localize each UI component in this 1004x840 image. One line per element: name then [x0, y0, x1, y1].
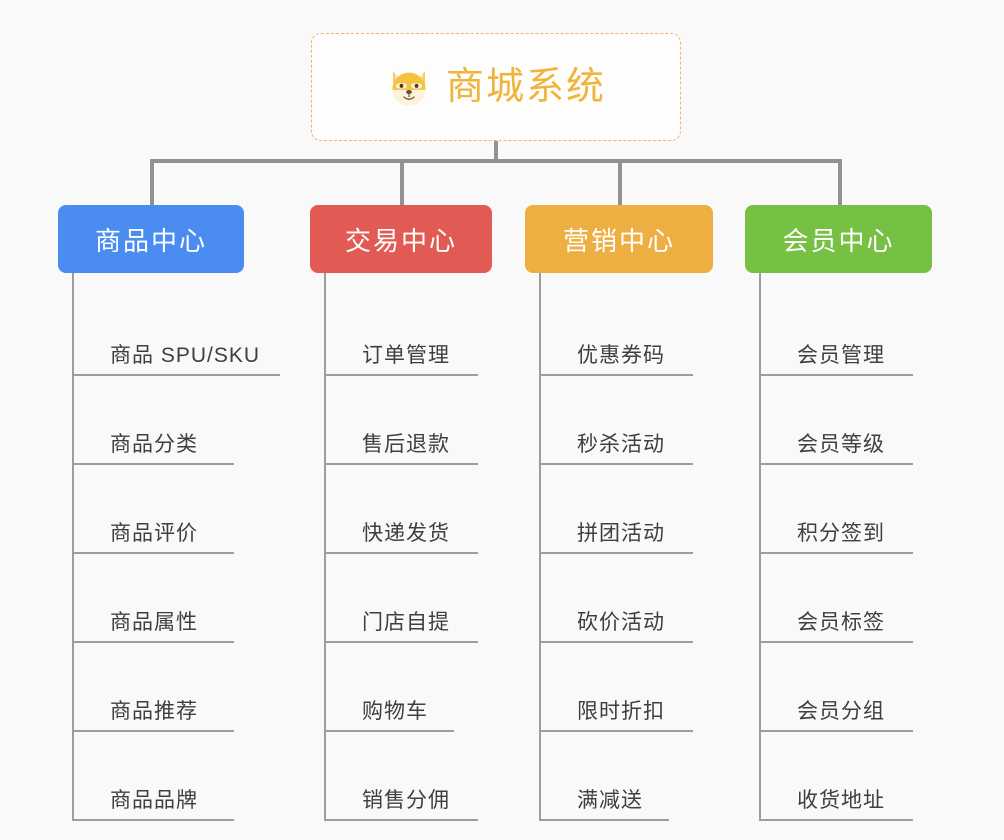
category-header-label: 交易中心 [344, 225, 457, 256]
list-item-rule [326, 641, 478, 643]
list-item-label: 销售分佣 [362, 789, 450, 812]
list-item-label: 商品 SPU/SKU [110, 344, 261, 367]
list-item[interactable]: 积分签到 [761, 465, 932, 554]
list-item-rule [541, 819, 669, 821]
list-item-rule [541, 374, 693, 376]
list-item-label: 拼团活动 [577, 522, 665, 545]
category-header-product[interactable]: 商品中心 [58, 205, 244, 273]
list-item[interactable]: 会员等级 [761, 376, 932, 465]
category-header-trade[interactable]: 交易中心 [310, 205, 492, 273]
branch-member: 会员管理 会员等级 积分签到 会员标签 会员分组 收货地址 [759, 273, 932, 821]
category-column-trade: 交易中心 订单管理 售后退款 快递发货 门店自提 购物车 [310, 205, 492, 821]
list-item[interactable]: 售后退款 [326, 376, 492, 465]
connector-root-stub [494, 141, 498, 163]
list-item[interactable]: 商品推荐 [74, 643, 260, 732]
root-title: 商城系统 [445, 66, 606, 108]
branch-trade: 订单管理 售后退款 快递发货 门店自提 购物车 销售分佣 [324, 273, 492, 821]
list-item-label: 购物车 [362, 700, 428, 723]
list-item-label: 会员分组 [797, 700, 885, 723]
list-item[interactable]: 商品品牌 [74, 732, 260, 821]
list-item[interactable]: 会员管理 [761, 287, 932, 376]
list-item[interactable]: 商品属性 [74, 554, 260, 643]
category-header-label: 商品中心 [94, 225, 207, 256]
connector-drop-0 [150, 159, 154, 207]
list-item-label: 快递发货 [362, 522, 450, 545]
list-item-label: 商品推荐 [110, 700, 198, 723]
list-item[interactable]: 订单管理 [326, 287, 492, 376]
list-item-rule [541, 463, 693, 465]
connector-horizontal-bar [150, 159, 842, 163]
list-item-rule [326, 463, 478, 465]
list-item-label: 会员标签 [797, 611, 885, 634]
list-item[interactable]: 商品评价 [74, 465, 260, 554]
list-item[interactable]: 拼团活动 [541, 465, 713, 554]
list-item-label: 商品分类 [110, 433, 198, 456]
list-item-label: 商品属性 [110, 611, 198, 634]
list-item[interactable]: 销售分佣 [326, 732, 492, 821]
list-item-rule [541, 641, 693, 643]
list-item[interactable]: 商品 SPU/SKU [74, 287, 280, 376]
list-item[interactable]: 会员分组 [761, 643, 932, 732]
list-item-rule [761, 552, 913, 554]
list-item[interactable]: 会员标签 [761, 554, 932, 643]
list-item-label: 会员等级 [797, 433, 885, 456]
connector-drop-3 [838, 159, 842, 207]
branch-marketing: 优惠券码 秒杀活动 拼团活动 砍价活动 限时折扣 满减送 [539, 273, 713, 821]
list-item-label: 限时折扣 [577, 700, 665, 723]
list-item-rule [761, 641, 913, 643]
root-node[interactable]: 商城系统 [311, 33, 681, 141]
category-header-label: 营销中心 [562, 225, 675, 256]
category-header-label: 会员中心 [782, 225, 895, 256]
list-item-label: 门店自提 [362, 611, 450, 634]
list-item-rule [541, 552, 693, 554]
connector-drop-1 [400, 159, 404, 207]
list-item-rule [326, 819, 478, 821]
list-item[interactable]: 门店自提 [326, 554, 492, 643]
category-column-member: 会员中心 会员管理 会员等级 积分签到 会员标签 会员分组 [745, 205, 932, 821]
connector-drop-2 [618, 159, 622, 207]
list-item[interactable]: 收货地址 [761, 732, 932, 821]
list-item[interactable]: 满减送 [541, 732, 713, 821]
list-item-label: 秒杀活动 [577, 433, 665, 456]
list-item-label: 优惠券码 [577, 344, 665, 367]
list-item[interactable]: 限时折扣 [541, 643, 713, 732]
list-item-rule [326, 374, 478, 376]
list-item-rule [541, 730, 693, 732]
list-item[interactable]: 商品分类 [74, 376, 260, 465]
list-item[interactable]: 优惠券码 [541, 287, 713, 376]
list-item-rule [74, 641, 234, 643]
category-column-product: 商品中心 商品 SPU/SKU 商品分类 商品评价 商品属性 商品推荐 [58, 205, 280, 821]
list-item[interactable]: 快递发货 [326, 465, 492, 554]
list-item-rule [761, 819, 913, 821]
list-item-rule [74, 819, 234, 821]
list-item-rule [761, 374, 913, 376]
list-item-label: 售后退款 [362, 433, 450, 456]
list-item-label: 砍价活动 [577, 611, 665, 634]
list-item-label: 商品评价 [110, 522, 198, 545]
category-header-marketing[interactable]: 营销中心 [525, 205, 713, 273]
shiba-dog-icon [386, 64, 432, 110]
list-item-label: 积分签到 [797, 522, 885, 545]
list-item-rule [761, 730, 913, 732]
list-item-rule [74, 730, 234, 732]
list-item-rule [326, 730, 454, 732]
list-item[interactable]: 购物车 [326, 643, 492, 732]
list-item-label: 商品品牌 [110, 789, 198, 812]
list-item-rule [74, 463, 234, 465]
list-item-label: 会员管理 [797, 344, 885, 367]
branch-product: 商品 SPU/SKU 商品分类 商品评价 商品属性 商品推荐 商品品牌 [72, 273, 280, 821]
list-item-rule [761, 463, 913, 465]
category-header-member[interactable]: 会员中心 [745, 205, 932, 273]
list-item[interactable]: 砍价活动 [541, 554, 713, 643]
list-item[interactable]: 秒杀活动 [541, 376, 713, 465]
list-item-rule [326, 552, 478, 554]
list-item-label: 收货地址 [797, 789, 885, 812]
list-item-rule [74, 374, 280, 376]
list-item-label: 订单管理 [362, 344, 450, 367]
list-item-label: 满减送 [577, 789, 643, 812]
category-column-marketing: 营销中心 优惠券码 秒杀活动 拼团活动 砍价活动 限时折扣 [525, 205, 713, 821]
list-item-rule [74, 552, 234, 554]
